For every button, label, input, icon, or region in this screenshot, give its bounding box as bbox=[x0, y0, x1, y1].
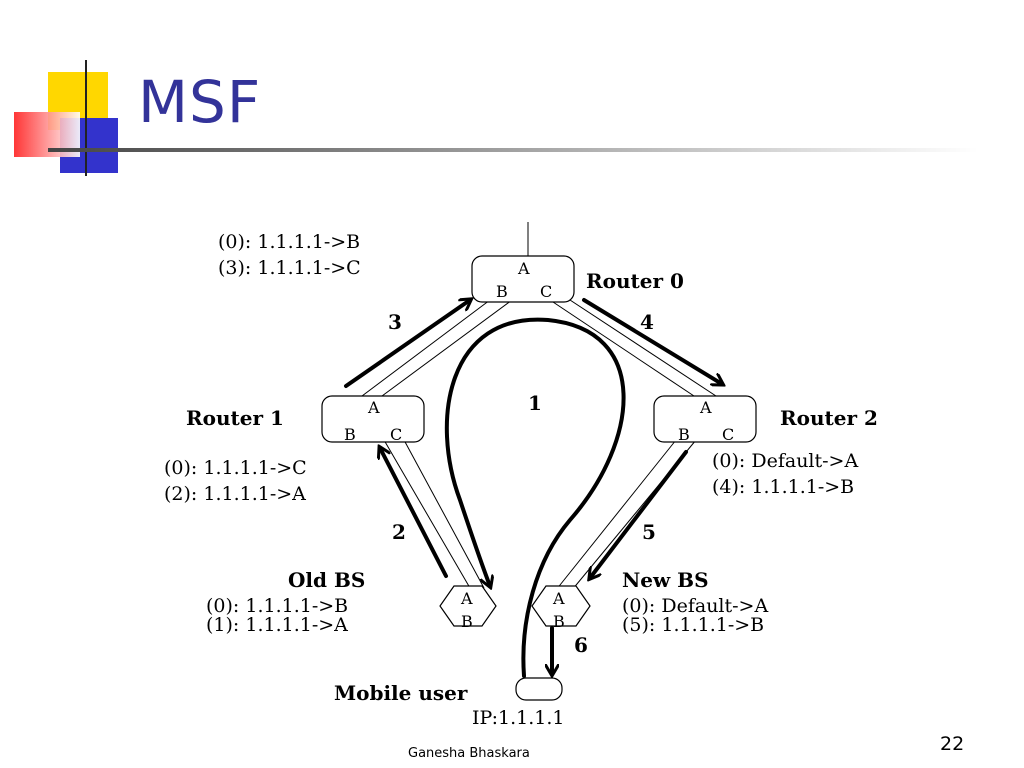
router-2-node: A B C bbox=[653, 395, 757, 444]
step-3-label: 3 bbox=[388, 310, 402, 334]
old-bs-port-b: B bbox=[461, 612, 473, 631]
step-5-label: 5 bbox=[642, 520, 656, 544]
old-bs-port-a: A bbox=[460, 589, 473, 608]
old-bs-label: Old BS bbox=[288, 568, 365, 592]
router-0-node: A B C bbox=[471, 255, 575, 303]
router-0-port-a: A bbox=[517, 259, 530, 278]
router-1-port-c: C bbox=[390, 425, 402, 444]
router-0-table-entry: (3): 1.1.1.1->C bbox=[218, 257, 361, 279]
router-1-table-entry: (0): 1.1.1.1->C bbox=[164, 457, 307, 479]
step-4-label: 4 bbox=[640, 310, 654, 334]
new-bs-port-a: A bbox=[552, 589, 565, 608]
new-bs-node: A B bbox=[531, 585, 591, 631]
new-bs-port-b: B bbox=[553, 612, 565, 631]
step-6-label: 6 bbox=[574, 633, 588, 657]
router-2-table-entry: (0): Default->A bbox=[712, 450, 858, 472]
page-number: 22 bbox=[940, 733, 965, 755]
old-bs-table-entry: (1): 1.1.1.1->A bbox=[206, 614, 348, 636]
router-2-port-c: C bbox=[722, 425, 734, 444]
router-0-port-c: C bbox=[540, 282, 552, 301]
router-0-table-entry: (0): 1.1.1.1->B bbox=[218, 231, 360, 253]
mobile-user-ip: IP:1.1.1.1 bbox=[472, 707, 565, 729]
title-underline bbox=[48, 148, 978, 152]
step-1-flow-arrow bbox=[444, 317, 626, 678]
mobile-user-label: Mobile user bbox=[334, 681, 468, 705]
mobile-user-node bbox=[515, 677, 563, 701]
step-2-flow-arrow bbox=[380, 448, 448, 578]
step-3-flow-arrow bbox=[344, 300, 470, 388]
footer-author: Ganesha Bhaskara bbox=[408, 746, 530, 761]
router-2-label: Router 2 bbox=[780, 406, 878, 430]
step-4-flow-arrow bbox=[582, 298, 722, 384]
router-2-port-a: A bbox=[699, 398, 712, 417]
router-0-label: Router 0 bbox=[586, 269, 684, 293]
router-1-port-a: A bbox=[367, 398, 380, 417]
step-5-flow-arrow bbox=[590, 450, 688, 578]
old-bs-table-entry: (0): 1.1.1.1->B bbox=[206, 595, 348, 617]
router-0-port-b: B bbox=[496, 282, 508, 301]
new-bs-label: New BS bbox=[622, 568, 709, 592]
step-1-label: 1 bbox=[528, 391, 542, 415]
router-1-port-b: B bbox=[344, 425, 356, 444]
router-2-port-b: B bbox=[678, 425, 690, 444]
new-bs-table-entry: (0): Default->A bbox=[622, 595, 768, 617]
router-1-table-entry: (2): 1.1.1.1->A bbox=[164, 483, 306, 505]
new-bs-table-entry: (5): 1.1.1.1->B bbox=[622, 614, 764, 636]
step-2-label: 2 bbox=[392, 520, 406, 544]
slide-logo-decoration bbox=[14, 60, 118, 176]
router-2-table-entry: (4): 1.1.1.1->B bbox=[712, 476, 854, 498]
router-1-node: A B C bbox=[321, 395, 425, 444]
message-flow-arrows bbox=[344, 298, 722, 678]
old-bs-node: A B bbox=[439, 585, 497, 631]
router-1-label: Router 1 bbox=[186, 406, 284, 430]
page-title: MSF bbox=[138, 68, 262, 136]
